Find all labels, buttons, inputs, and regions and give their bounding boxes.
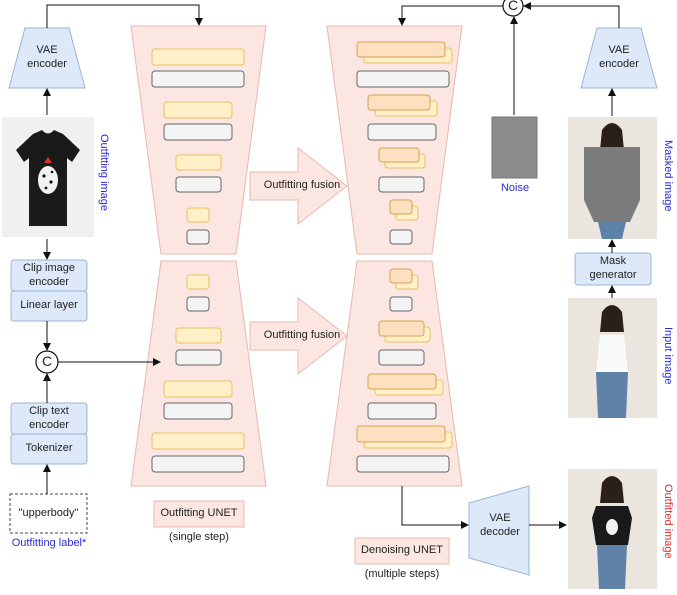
denoising-unet-label-box [354, 537, 450, 565]
feature-block [163, 101, 233, 119]
feature-block [389, 199, 413, 215]
feature-block [356, 70, 450, 88]
feature-block [163, 402, 233, 420]
label-value-box [9, 493, 88, 534]
feature-block [186, 296, 210, 312]
feature-block [367, 373, 437, 390]
feature-block [356, 455, 450, 473]
clip-text-encoder-label: Clip text encoder [29, 404, 69, 431]
feature-block [151, 48, 245, 66]
feature-block [186, 274, 210, 290]
feature-block [186, 207, 210, 223]
tshirt-image [2, 117, 94, 237]
feature-block [163, 123, 233, 141]
multiple-steps-label: (multiple steps) [364, 568, 440, 581]
outfitting-unet-label: Outfitting UNET [160, 507, 238, 520]
input-image [568, 298, 657, 418]
feature-block [389, 229, 413, 245]
vae-encoder-right-label: VAE encoder [599, 44, 639, 70]
vae-encoder-left-label: VAE encoder [27, 44, 67, 70]
feature-block [356, 425, 446, 443]
feature-block [151, 432, 245, 450]
noise-label: Noise [500, 182, 530, 195]
mask-generator-label: Mask generator [589, 255, 637, 281]
feature-block [151, 70, 245, 88]
vae-encoder-right [580, 27, 658, 89]
feature-block [378, 320, 425, 337]
label-value-text: "upperbody" [18, 506, 79, 519]
feature-block [367, 123, 437, 141]
feature-block [175, 349, 222, 366]
fusion-arrow-bottom [249, 296, 348, 376]
masked-image [568, 117, 657, 239]
vae-encoder-left [8, 27, 86, 89]
feature-block [186, 229, 210, 245]
vae-decoder-label: VAE decoder [480, 512, 520, 538]
linear-layer-label: Linear layer [20, 299, 78, 312]
vae-decoder [468, 485, 530, 576]
feature-block [367, 94, 431, 111]
input-image-label: Input image [662, 327, 674, 385]
tokenizer-label: Tokenizer [25, 442, 73, 455]
concat-symbol-left: C [41, 353, 53, 370]
concat-symbol-right: C [507, 0, 519, 14]
feature-block [175, 176, 222, 193]
noise-image [491, 116, 538, 179]
outfitting-fusion-top-label: Outfitting fusion [263, 179, 341, 192]
outfitted-image [568, 469, 657, 589]
denoising-unet-label: Denoising UNET [361, 544, 443, 557]
outfitted-image-label: Outfitted image [662, 484, 674, 559]
fusion-arrow-top [249, 146, 348, 226]
outfitting-unet-decoder [130, 260, 267, 487]
masked-image-label: Masked image [662, 140, 674, 212]
outfitting-unet-blocks [151, 48, 245, 473]
denoising-unet-blocks [356, 41, 453, 473]
feature-block [378, 349, 425, 366]
feature-block [389, 296, 413, 312]
feature-block [175, 327, 222, 344]
feature-block [356, 41, 446, 58]
outfitting-label-caption: Outfitting label* [11, 537, 87, 550]
clip-image-encoder-label: Clip image encoder [23, 261, 75, 288]
feature-block [367, 402, 437, 420]
feature-block [378, 147, 420, 163]
feature-block [175, 154, 222, 171]
connectors [43, 2, 620, 529]
feature-block [378, 176, 425, 193]
linear-layer-box [10, 290, 88, 322]
feature-block [151, 455, 245, 473]
single-step-label: (single step) [169, 531, 229, 544]
outfitting-fusion-bottom-label: Outfitting fusion [263, 329, 341, 342]
feature-block [163, 380, 233, 398]
outfitting-image-label: Outfitting image [98, 134, 110, 212]
outfitting-unet-label-box [153, 500, 245, 528]
feature-block [389, 268, 413, 284]
